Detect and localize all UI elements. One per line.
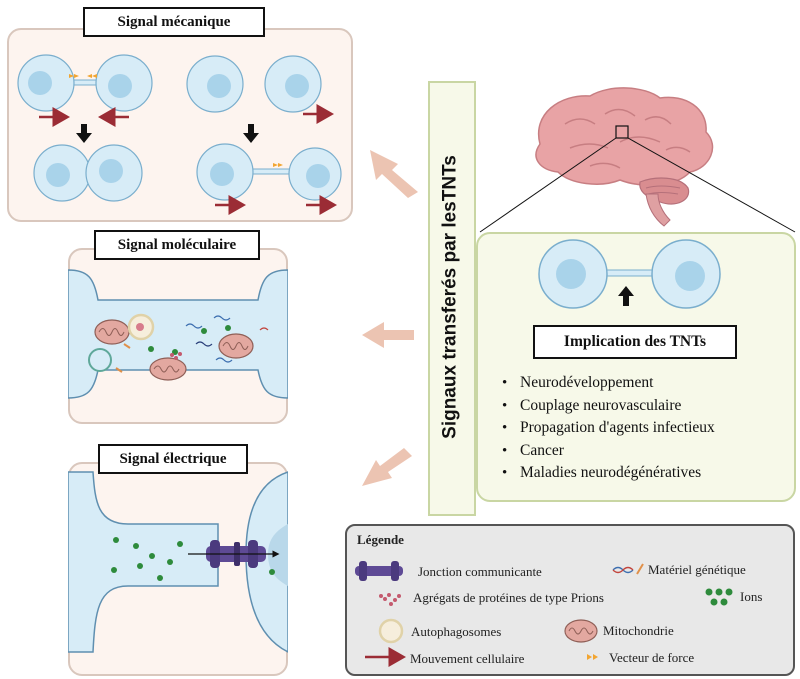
molecular-signal-title: Signal moléculaire bbox=[94, 230, 260, 260]
ion-icon bbox=[148, 325, 231, 355]
legend-gap-junction: Jonction communicante bbox=[418, 564, 542, 579]
cell-pair-connected bbox=[17, 54, 153, 112]
mitochondria-icon bbox=[564, 619, 598, 643]
cell-process bbox=[68, 471, 219, 653]
electrical-signal-illustration bbox=[68, 471, 288, 653]
autophagosome-icon bbox=[127, 313, 155, 341]
mitochondrion-icon bbox=[94, 319, 130, 345]
tnt-cells-illustration bbox=[538, 239, 721, 309]
molecular-signal-illustration bbox=[68, 269, 288, 399]
prion-aggregate-icon bbox=[170, 352, 182, 360]
legend-icons bbox=[355, 561, 733, 667]
autophagosome-icon bbox=[378, 618, 404, 644]
legend-panel bbox=[345, 524, 795, 676]
mitochondrion-icon bbox=[149, 357, 187, 381]
down-arrow-icon bbox=[76, 124, 92, 143]
center-label-box bbox=[428, 81, 476, 516]
transfer-arrows bbox=[362, 150, 418, 486]
list-item: Propagation d'agents infectieux bbox=[502, 417, 792, 440]
force-vector-icon bbox=[587, 654, 598, 660]
legend-title: Légende bbox=[357, 532, 404, 547]
implication-title: Implication des TNTs bbox=[533, 325, 737, 359]
genetic-material-icon bbox=[612, 563, 644, 575]
mechanical-signal-illustration bbox=[17, 54, 342, 215]
cell-pair-fused bbox=[33, 144, 143, 202]
center-label: Signaux transferés par lesTNTs bbox=[439, 155, 461, 439]
gap-junction-icon bbox=[355, 561, 403, 581]
transfer-arrow-electrical bbox=[362, 448, 412, 486]
brain-icon bbox=[535, 87, 714, 227]
electrical-signal-title: Signal électrique bbox=[98, 444, 248, 474]
transfer-arrow-molecular bbox=[362, 322, 414, 348]
prion-aggregate-icon bbox=[379, 593, 401, 606]
tnt-tube bbox=[68, 269, 288, 399]
genetic-material-icon bbox=[115, 315, 269, 373]
list-item: Neurodéveloppement bbox=[502, 372, 792, 395]
transfer-arrow-mechanical bbox=[370, 150, 418, 198]
list-item: Cancer bbox=[502, 440, 792, 463]
legend-genetic-material: Matériel génétique bbox=[648, 562, 746, 577]
up-arrow-icon bbox=[618, 286, 634, 306]
mechanical-signal-title: Signal mécanique bbox=[83, 7, 265, 37]
ions-icon bbox=[705, 588, 733, 606]
list-item: Couplage neurovasculaire bbox=[502, 395, 792, 418]
list-item: Maladies neurodégénératives bbox=[502, 462, 792, 485]
cell-pair-tnt-formed bbox=[196, 143, 342, 201]
cell-pair-separate bbox=[186, 55, 322, 113]
legend-mitochondria: Mitochondrie bbox=[603, 623, 674, 638]
down-arrow-icon bbox=[243, 124, 259, 143]
legend-force-vector: Vecteur de force bbox=[609, 650, 695, 665]
ion-icon bbox=[111, 537, 275, 581]
brain-illustration bbox=[479, 87, 796, 233]
legend-ions: Ions bbox=[740, 589, 763, 604]
legend-autophagosomes: Autophagosomes bbox=[411, 624, 502, 639]
mitochondrion-icon bbox=[218, 333, 254, 359]
legend-prion-aggregates: Agrégats de protéines de type Prions bbox=[413, 590, 604, 605]
vesicle-icon bbox=[88, 348, 112, 372]
legend-cell-movement: Mouvement cellulaire bbox=[410, 651, 525, 666]
implication-list: Neurodéveloppement Couplage neurovascula… bbox=[502, 372, 792, 485]
